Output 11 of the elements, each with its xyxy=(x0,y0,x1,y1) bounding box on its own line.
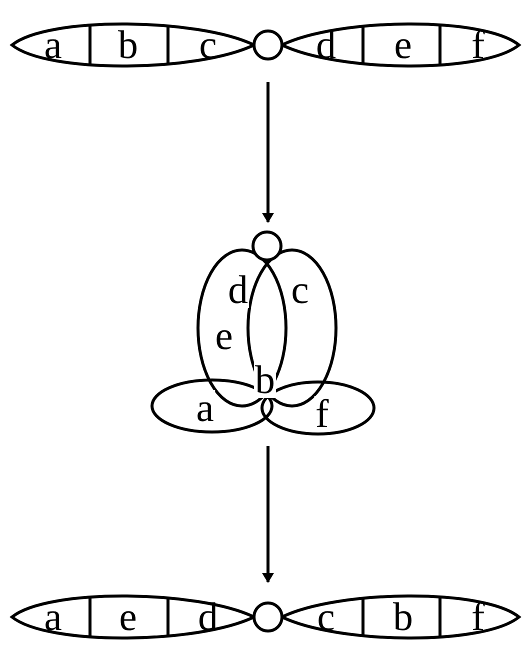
arrow xyxy=(262,82,274,223)
gene-letter: e xyxy=(393,27,413,63)
gene-letter: b xyxy=(117,27,139,63)
gene-letter: f xyxy=(314,396,330,432)
gene-letter: a xyxy=(43,599,63,635)
gene-letter: d xyxy=(227,272,249,308)
gene-letter: e xyxy=(118,599,138,635)
gene-letter: b xyxy=(254,362,276,398)
arrow xyxy=(262,446,274,583)
gene-letter: a xyxy=(43,27,63,63)
gene-letter: b xyxy=(392,599,414,635)
